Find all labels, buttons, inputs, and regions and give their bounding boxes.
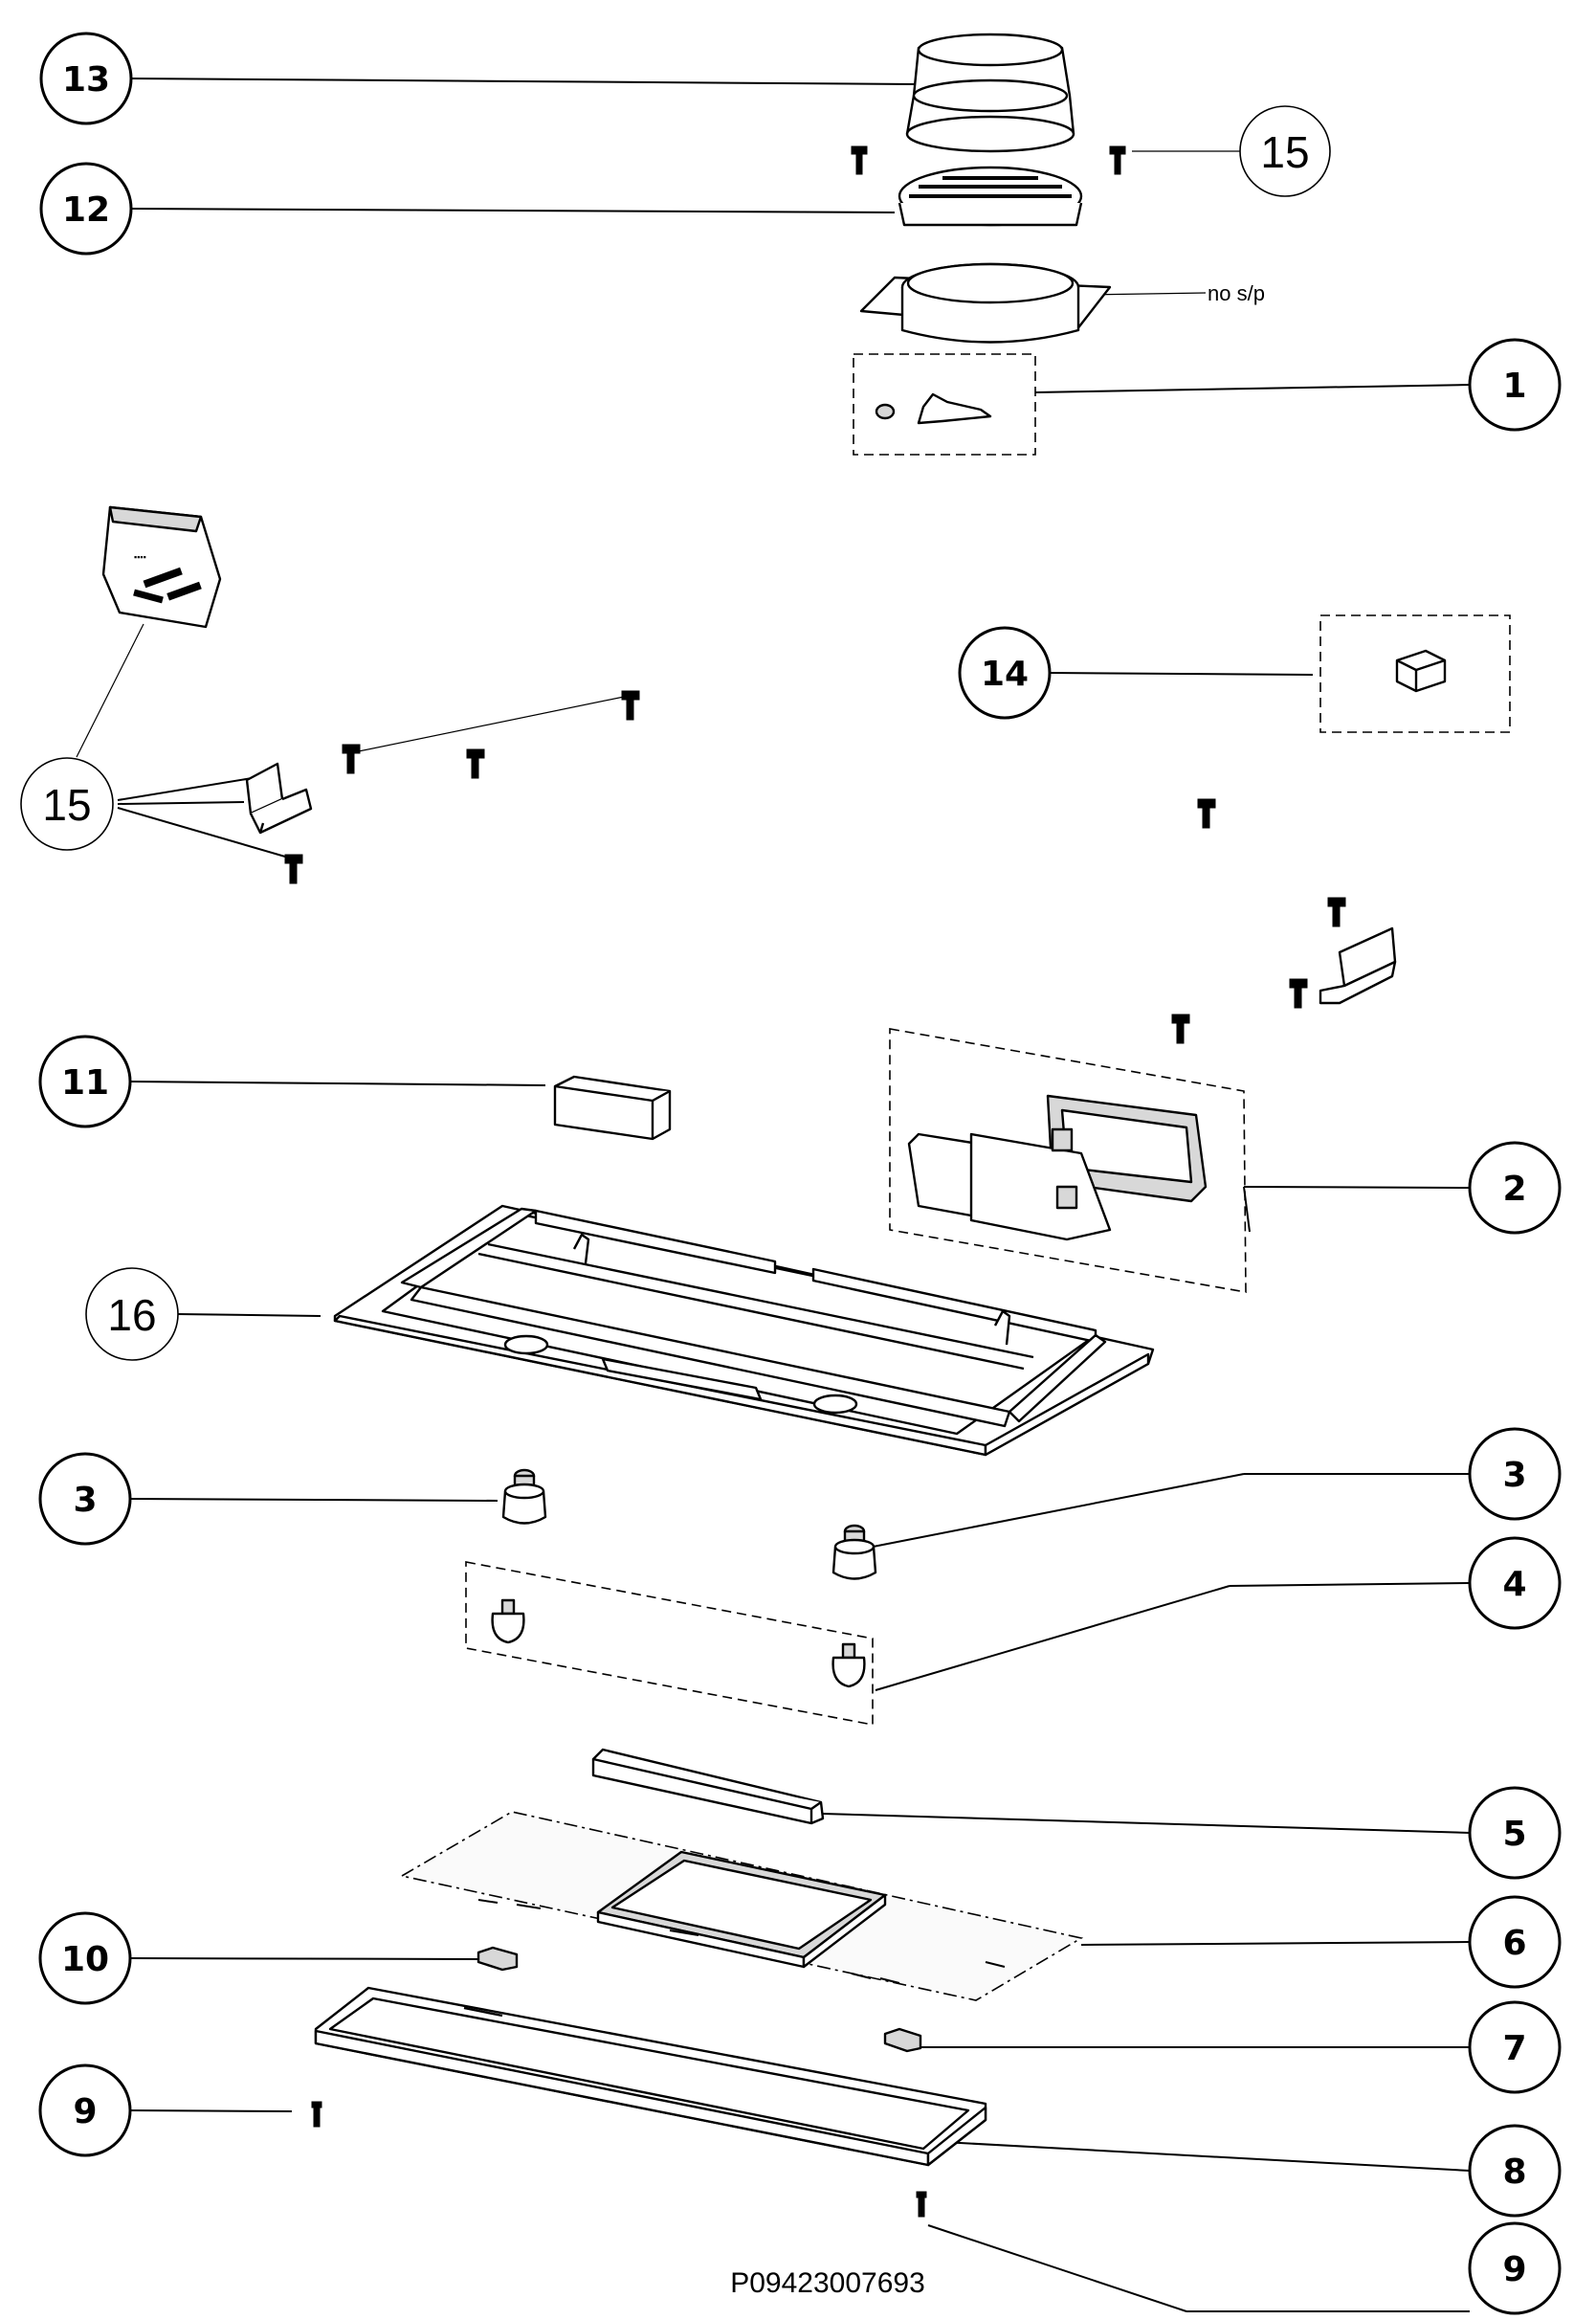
svg-text:16: 16	[107, 1290, 156, 1340]
screw-icon	[1197, 798, 1216, 829]
screw-icon	[1171, 1014, 1190, 1044]
screw-icon	[851, 145, 868, 175]
svg-text:1: 1	[1502, 367, 1526, 406]
svg-text:13: 13	[62, 60, 110, 100]
part-13-duct-collar	[905, 33, 1075, 153]
screw-icon	[284, 854, 303, 884]
callout-9-left: 9	[38, 2063, 132, 2157]
callout-15-top: 15	[1239, 105, 1331, 197]
part-1-damper-kit	[853, 353, 1036, 456]
svg-text:4: 4	[1502, 1565, 1526, 1604]
callout-4: 4	[1468, 1536, 1562, 1630]
callout-3-right: 3	[1468, 1427, 1562, 1521]
svg-text:9: 9	[1502, 2250, 1526, 2289]
svg-text:7: 7	[1502, 2029, 1526, 2068]
callout-12: 12	[39, 162, 133, 256]
callout-6: 6	[1468, 1895, 1562, 1989]
part-10-clip	[477, 1946, 519, 1972]
svg-text:14: 14	[981, 655, 1029, 694]
part-8-filter-frame	[314, 1986, 987, 2167]
svg-text:5: 5	[1502, 1815, 1526, 1854]
svg-text:2: 2	[1502, 1170, 1526, 1209]
svg-text:3: 3	[73, 1481, 97, 1520]
callout-8: 8	[1468, 2124, 1562, 2218]
part-11-transformer	[553, 1075, 672, 1141]
callout-2: 2	[1468, 1141, 1562, 1235]
callout-15-left: 15	[20, 757, 114, 851]
svg-text:15: 15	[1260, 127, 1309, 177]
part-16-chassis	[333, 1204, 1155, 1457]
part-2-control-board	[889, 1028, 1247, 1293]
svg-text:9: 9	[73, 2092, 97, 2131]
part-15-hardware-bag: ▪▪▪▪	[101, 505, 222, 629]
part-3-lamp-socket-right	[831, 1524, 877, 1580]
svg-text:6: 6	[1502, 1924, 1526, 1963]
bracket-right	[1319, 926, 1397, 1005]
svg-text:11: 11	[61, 1063, 109, 1103]
callout-11: 11	[38, 1035, 132, 1128]
part-7-clip	[883, 2027, 922, 2053]
svg-text:3: 3	[1502, 1456, 1526, 1495]
part-15-bracket-left	[245, 762, 313, 835]
callout-10: 10	[38, 1911, 132, 2005]
callout-3-left: 3	[38, 1452, 132, 1546]
callout-7: 7	[1468, 2000, 1562, 2094]
part-14-terminal-block	[1319, 614, 1511, 733]
callout-16: 16	[85, 1267, 179, 1361]
screw-icon	[916, 2191, 927, 2218]
part-6-filters	[399, 1811, 1084, 2001]
screw-icon	[1109, 145, 1126, 175]
svg-text:12: 12	[62, 190, 110, 230]
part-5-handle	[591, 1748, 825, 1825]
callout-9-right: 9	[1468, 2221, 1562, 2315]
leader-lines	[76, 78, 1471, 2312]
callout-14: 14	[958, 626, 1052, 720]
collar-plate	[859, 262, 1112, 344]
callout-5: 5	[1468, 1786, 1562, 1880]
callout-1: 1	[1468, 338, 1562, 432]
svg-text:8: 8	[1502, 2153, 1526, 2192]
part-3-lamp-socket-left	[501, 1468, 547, 1525]
screw-icon	[466, 748, 485, 779]
screw-icon	[311, 2101, 322, 2128]
part-12-grill	[898, 166, 1083, 227]
screw-icon	[1289, 978, 1308, 1009]
callout-13: 13	[39, 32, 133, 125]
screw-icon	[621, 690, 640, 721]
svg-text:15: 15	[42, 780, 91, 830]
part-4-halogen-bulbs	[465, 1561, 874, 1726]
svg-text:10: 10	[61, 1940, 109, 1979]
screw-icon	[342, 744, 361, 774]
drawing-number: P09423007693	[730, 2267, 925, 2299]
screw-icon	[1327, 897, 1346, 927]
svg-text:▪▪▪▪: ▪▪▪▪	[134, 552, 146, 562]
no-sp-note: no s/p	[1208, 281, 1265, 305]
